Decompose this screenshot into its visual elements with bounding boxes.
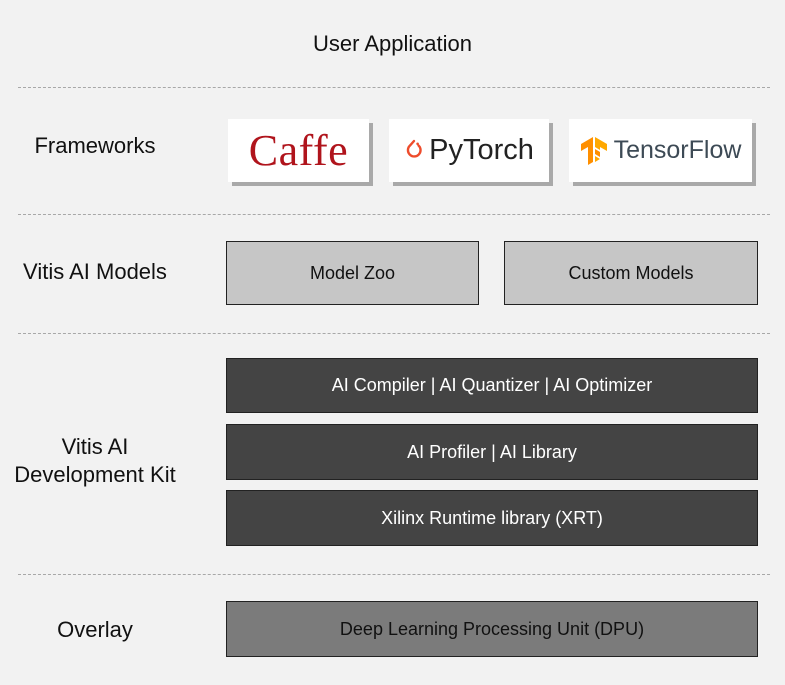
tensorflow-logo-text: TensorFlow (613, 136, 742, 164)
pytorch-logo-text: PyTorch (429, 134, 534, 166)
separator-2 (18, 214, 770, 215)
separator-4 (18, 574, 770, 575)
pytorch-logo-card: PyTorch (389, 119, 549, 182)
devkit-label-line2: Development Kit (14, 462, 176, 487)
caffe-logo-card: Caffe (228, 119, 369, 182)
pytorch-flame-icon (406, 139, 422, 158)
model-zoo-label: Model Zoo (309, 262, 396, 283)
devkit-label-line1: Vitis AI (61, 434, 129, 459)
vitis-ai-devkit-label: Vitis AI Development Kit (0, 433, 190, 489)
xrt-label: Xilinx Runtime library (XRT) (381, 507, 603, 528)
xrt-box: Xilinx Runtime library (XRT) (226, 490, 758, 546)
custom-models-box: Custom Models (504, 241, 758, 305)
ai-compiler-quantizer-optimizer-box: AI Compiler | AI Quantizer | AI Optimize… (226, 358, 758, 413)
pytorch-logo: PyTorch (404, 134, 534, 167)
dpu-label: Deep Learning Processing Unit (DPU) (339, 618, 645, 639)
tensorflow-logo-card: TensorFlow (569, 119, 752, 182)
ai-compiler-label: AI Compiler | AI Quantizer | AI Optimize… (331, 375, 653, 395)
overlay-label: Overlay (57, 617, 133, 642)
custom-models-label: Custom Models (568, 262, 694, 283)
model-zoo-box: Model Zoo (226, 241, 479, 305)
frameworks-label: Frameworks (34, 133, 156, 158)
vitis-ai-models-label: Vitis AI Models (23, 259, 167, 284)
caffe-logo-text: Caffe (248, 126, 349, 175)
ai-profiler-label: AI Profiler | AI Library (407, 441, 577, 462)
ai-profiler-library-box: AI Profiler | AI Library (226, 424, 758, 480)
tensorflow-logo: TensorFlow (580, 136, 742, 166)
user-application-title: User Application (313, 31, 472, 56)
dpu-box: Deep Learning Processing Unit (DPU) (226, 601, 758, 657)
separator-1 (18, 87, 770, 88)
separator-3 (18, 333, 770, 334)
tensorflow-icon (580, 136, 607, 165)
